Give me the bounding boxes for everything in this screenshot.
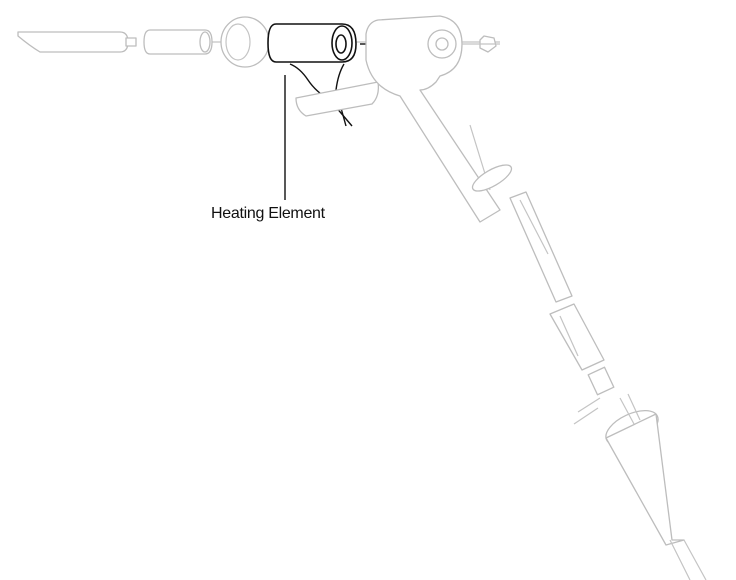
retaining-nut xyxy=(220,16,270,68)
handle-grip xyxy=(605,393,707,580)
handle-tube xyxy=(509,191,573,303)
collar-ring xyxy=(471,164,513,192)
iron-body xyxy=(365,15,513,223)
screw xyxy=(577,397,601,413)
heating-element xyxy=(267,23,368,127)
screw xyxy=(573,407,599,425)
soldering-tip xyxy=(17,31,137,53)
wire xyxy=(627,393,641,421)
element-holder xyxy=(295,81,380,117)
control-board xyxy=(549,303,615,425)
power-cord xyxy=(669,539,707,580)
callout-label: Heating Element xyxy=(211,205,325,222)
wire xyxy=(619,397,635,425)
tip-sleeve xyxy=(143,29,213,55)
